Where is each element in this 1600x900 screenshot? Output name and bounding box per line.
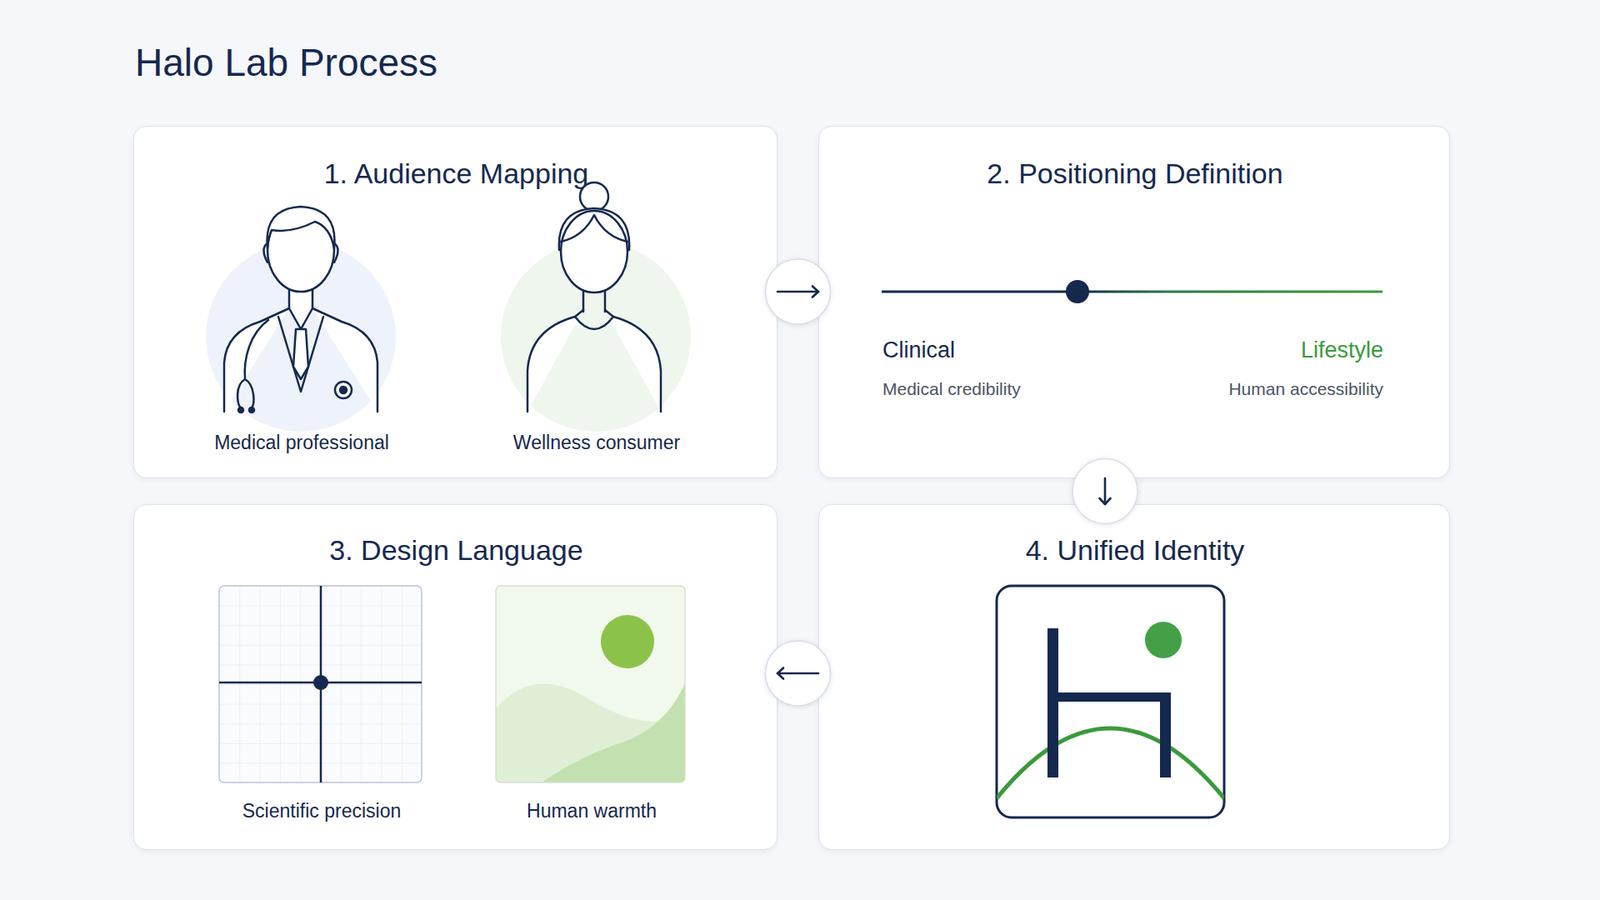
diagram-title: Halo Lab Process: [135, 40, 438, 86]
process-step-box: 1. Audience MappingMedical professional W…: [133, 125, 778, 479]
scale-pole: Clinical: [882, 336, 1150, 364]
process-step-box: 3. Design LanguageScientific precision Hu…: [133, 504, 778, 850]
process-step-box: 2. Positioning DefinitionClinicalMedical…: [818, 125, 1450, 479]
step-title: 3. Design Language: [134, 533, 779, 568]
flow-arrow: [777, 672, 819, 675]
process-step-box: 4. Unified Identity: [818, 504, 1450, 850]
flow-arrow: [1104, 478, 1107, 505]
step-title: 1. Audience Mapping: [134, 156, 779, 191]
illustration-caption: Wellness consumer: [471, 431, 722, 455]
scale-note: Human accessibility: [1116, 378, 1384, 400]
scale-note: Medical credibility: [882, 378, 1150, 400]
flow-arrow: [777, 290, 819, 294]
illustration-caption: Human warmth: [466, 800, 717, 824]
illustration-caption: Scientific precision: [196, 800, 447, 824]
illustration-caption: Medical professional: [176, 431, 427, 455]
scale-pole: Lifestyle: [1116, 336, 1384, 364]
step-title: 4. Unified Identity: [819, 533, 1451, 568]
step-title: 2. Positioning Definition: [819, 156, 1451, 191]
